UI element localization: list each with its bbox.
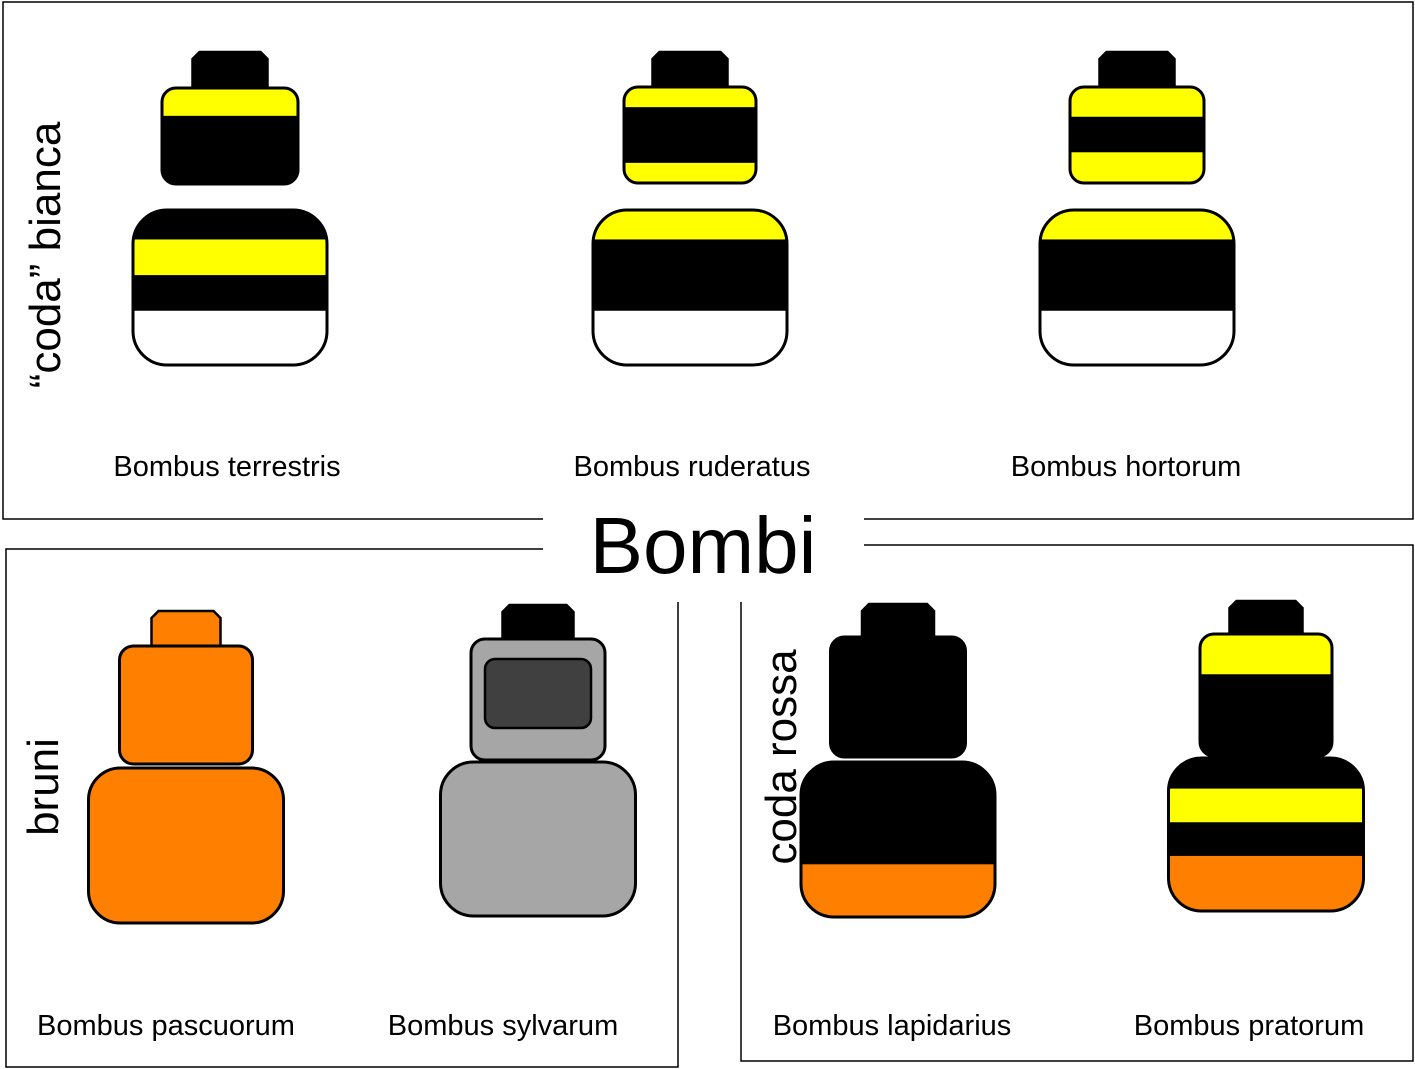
bee-head: [501, 603, 575, 643]
species-name-hortorum: Bombus hortorum: [1011, 451, 1242, 483]
bee-thorax-band-black: [162, 115, 298, 184]
bee-abdomen-band-black: [133, 210, 327, 241]
panel-brown-frame: [5, 548, 679, 1068]
bee-thorax-band-yellow: [1070, 87, 1204, 118]
bee-abdomen-band-black: [1168, 822, 1364, 857]
bee-abdomen-outline: [799, 760, 997, 919]
bee-abdomen-bands: [440, 762, 636, 916]
bee-abdomen-band-black: [801, 762, 995, 865]
bee-figure-pratorum: [1167, 599, 1365, 913]
bee-abdomen-outline: [439, 760, 637, 918]
bee-abdomen-band-orange: [88, 768, 284, 923]
panel-white-tail-frame: [2, 1, 1414, 520]
bee-thorax-band-yellow: [162, 88, 298, 117]
bee-abdomen-band-yellow: [1168, 788, 1364, 823]
bee-abdomen-band-yellow: [1040, 210, 1234, 241]
bee-abdomen-band-yellow: [133, 239, 327, 276]
bee-figure-ruderatus: [591, 50, 789, 367]
bee-thorax-band-yellow: [624, 162, 756, 183]
bee-abdomen-band-orange: [801, 864, 995, 917]
bee-head: [1098, 50, 1176, 90]
bee-thorax-outline: [622, 85, 758, 185]
bee-abdomen-band-grey_light: [440, 762, 636, 916]
species-name-pratorum: Bombus pratorum: [1134, 1010, 1365, 1042]
bee-abdomen-outline: [1167, 756, 1365, 913]
bee-abdomen-band-orange: [1168, 855, 1364, 911]
species-name-ruderatus: Bombus ruderatus: [574, 451, 811, 483]
species-name-terrestris: Bombus terrestris: [113, 451, 340, 483]
bee-abdomen-band-black: [593, 239, 787, 312]
bee-figure-hortorum: [1038, 50, 1236, 367]
bee-thorax-band-orange: [119, 646, 253, 764]
bee-thorax-bands: [1070, 87, 1204, 183]
diagram-title: Bombi: [590, 501, 817, 590]
bee-thorax-bands: [624, 87, 756, 183]
bee-abdomen-band-white: [133, 310, 327, 365]
species-name-sylvarum: Bombus sylvarum: [388, 1010, 618, 1042]
bee-abdomen-outline: [87, 766, 285, 925]
bee-thorax-band-yellow: [1200, 634, 1332, 675]
bee-thorax-band-black: [1070, 116, 1204, 153]
bee-thorax-outline: [1198, 632, 1334, 758]
bee-thorax-outline: [160, 86, 300, 186]
bee-thorax-band-yellow: [624, 87, 756, 108]
bee-head: [860, 602, 936, 642]
species-name-pascuorum: Bombus pascuorum: [37, 1010, 295, 1042]
bee-abdomen-bands: [593, 210, 787, 365]
bee-figure-lapidarius: [799, 602, 997, 919]
bee-head: [191, 50, 269, 90]
bee-abdomen-bands: [1040, 210, 1234, 365]
group-label-white-tail: “coda” bianca: [21, 121, 70, 388]
bee-abdomen-band-black: [1040, 239, 1234, 312]
bee-thorax-band-black: [624, 107, 756, 164]
bee-abdomen-bands: [133, 210, 327, 365]
bee-thorax-bands: [830, 637, 966, 757]
species-name-lapidarius: Bombus lapidarius: [773, 1010, 1012, 1042]
bee-thorax-bands: [162, 88, 298, 184]
bee-figure-pascuorum: [87, 609, 285, 925]
panel-red-tail-frame: [740, 544, 1414, 1062]
bee-thorax-outline: [1068, 85, 1206, 185]
bee-thorax-band-yellow: [1070, 152, 1204, 183]
bee-thorax-outline: [829, 635, 967, 759]
bee-head: [1228, 599, 1304, 639]
bee-thorax-bands: [1200, 634, 1332, 756]
bee-thorax-outline: [469, 637, 607, 762]
bee-abdomen-bands: [1168, 758, 1364, 911]
bee-abdomen-band-white: [1040, 310, 1234, 365]
group-label-brown: bruni: [19, 738, 68, 836]
bee-figure-sylvarum: [439, 603, 637, 918]
bee-thorax-outline: [118, 644, 254, 766]
bee-abdomen-outline: [1038, 208, 1236, 367]
bee-abdomen-outline: [591, 208, 789, 367]
bee-thorax-patch: [483, 657, 593, 730]
bee-abdomen-band-white: [593, 310, 787, 365]
bee-head: [651, 50, 729, 90]
bee-abdomen-bands: [801, 762, 995, 917]
bee-figure-terrestris: [131, 50, 329, 367]
bee-abdomen-band-black: [133, 275, 327, 312]
bee-abdomen-outline: [131, 208, 329, 367]
bee-thorax-bands: [119, 646, 253, 764]
bee-abdomen-band-yellow: [593, 210, 787, 241]
bee-abdomen-bands: [88, 768, 284, 923]
group-label-red-tail: coda rossa: [757, 649, 806, 865]
bee-thorax-band-black: [1200, 674, 1332, 756]
bee-abdomen-band-black: [1168, 758, 1364, 790]
bee-head: [150, 609, 222, 648]
bee-thorax-band-black: [830, 637, 966, 757]
